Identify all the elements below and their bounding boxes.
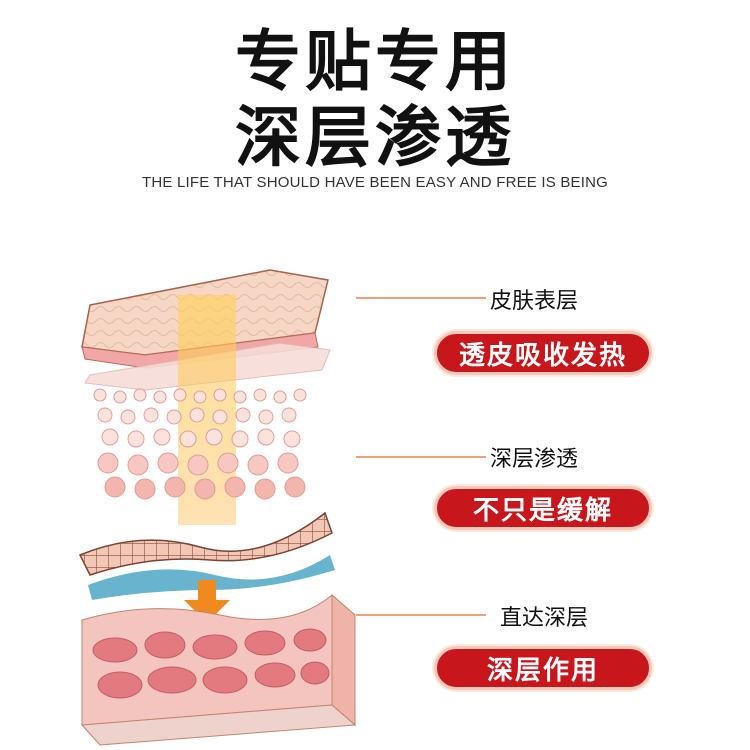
- skin-layers-illustration: [78, 269, 357, 746]
- tagline: THE LIFE THAT SHOULD HAVE BEEN EASY AND …: [142, 174, 608, 191]
- down-arrow-icon: [184, 580, 230, 623]
- fascia-layer: [88, 555, 335, 600]
- layer-label-1: 皮肤表层: [490, 289, 579, 314]
- headline-line-1: 专贴专用: [235, 23, 515, 100]
- headline-line-2: 深层渗透: [235, 99, 515, 176]
- leader-line-3: [356, 614, 486, 616]
- layer-label-3: 直达深层: [500, 606, 589, 631]
- leader-line-2: [356, 456, 486, 458]
- badge-3: 深层作用: [434, 646, 652, 690]
- muscle-block: [80, 593, 357, 746]
- badge-2: 不只是缓解: [434, 486, 652, 530]
- cell-rows: [93, 388, 307, 500]
- dermis-grid-layer: [78, 511, 333, 576]
- layer-label-2: 深层渗透: [490, 447, 579, 472]
- leader-line-1: [356, 297, 486, 299]
- badge-1: 透皮吸收发热: [434, 331, 652, 375]
